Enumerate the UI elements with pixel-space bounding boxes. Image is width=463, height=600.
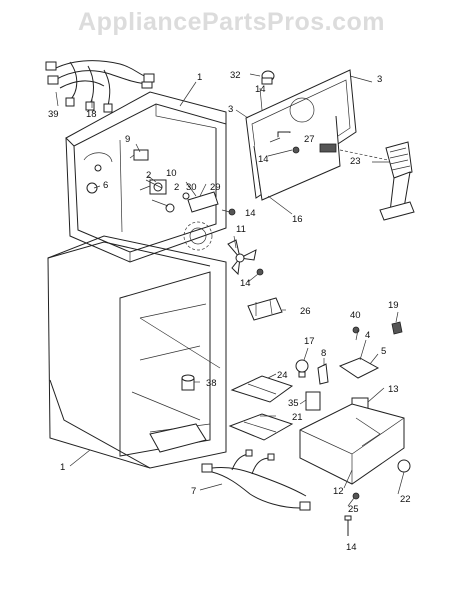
label-39: 39 (48, 109, 59, 120)
light-bulb-17[interactable] (295, 359, 309, 378)
socket-8[interactable] (317, 363, 329, 385)
air-duct[interactable] (339, 141, 415, 221)
label-2a: 2 (146, 170, 151, 181)
label-2b: 2 (174, 182, 179, 193)
label-29: 29 (210, 182, 221, 193)
control-housing-26[interactable] (247, 297, 283, 321)
cover-29-30[interactable] (183, 191, 219, 251)
label-35: 35 (288, 398, 299, 409)
label-30: 30 (186, 182, 197, 193)
label-3b: 3 (228, 104, 233, 115)
light-housing-12[interactable] (299, 403, 405, 485)
label-27: 27 (304, 134, 315, 145)
label-1-top: 1 (197, 72, 202, 83)
screw-14-b[interactable] (256, 268, 264, 276)
label-22: 22 (400, 494, 411, 505)
label-1-bottom: 1 (60, 462, 65, 473)
bracket-35[interactable] (305, 391, 321, 411)
label-11: 11 (236, 224, 246, 235)
label-13: 13 (388, 384, 399, 395)
label-18: 18 (86, 109, 97, 120)
screw-14-c[interactable] (292, 146, 300, 154)
control-board-4[interactable] (338, 357, 380, 379)
freezer-liner-upper[interactable] (65, 91, 227, 263)
label-4: 4 (365, 330, 370, 341)
part-labels: 1 1 2 2 3 3 4 5 6 7 8 9 10 11 12 13 14 1… (48, 70, 411, 553)
label-38: 38 (206, 378, 217, 389)
label-14b: 14 (258, 154, 269, 165)
thermostat-control[interactable] (139, 179, 167, 195)
label-14e: 14 (346, 542, 357, 553)
label-12: 12 (333, 486, 344, 497)
label-19: 19 (388, 300, 399, 311)
label-25: 25 (348, 504, 359, 515)
label-5: 5 (381, 346, 386, 357)
knob-2[interactable] (165, 192, 190, 213)
evaporator-fan-blade[interactable] (227, 239, 257, 276)
label-6: 6 (103, 180, 108, 191)
label-16: 16 (292, 214, 303, 225)
damper-control[interactable] (129, 149, 149, 161)
label-40: 40 (350, 310, 361, 321)
leader-lines (55, 73, 405, 507)
light-socket-32[interactable] (261, 70, 275, 85)
evaporator-cover[interactable] (253, 115, 341, 201)
crisper-cover-24[interactable] (230, 375, 294, 403)
fresh-food-liner[interactable] (47, 235, 227, 469)
label-32: 32 (230, 70, 241, 81)
label-26: 26 (300, 306, 311, 317)
wire-harness-bottom[interactable] (201, 449, 311, 511)
label-7: 7 (191, 486, 196, 497)
crisper-cover-21[interactable] (228, 413, 294, 441)
label-17: 17 (304, 336, 315, 347)
label-14d: 14 (240, 278, 251, 289)
label-21: 21 (292, 412, 303, 423)
screw-40[interactable] (352, 326, 360, 334)
label-9: 9 (125, 134, 130, 145)
label-23: 23 (350, 156, 361, 167)
label-3a: 3 (377, 74, 382, 85)
screw-25[interactable] (352, 492, 360, 500)
label-14c: 14 (245, 208, 256, 219)
label-14a: 14 (255, 84, 266, 95)
clip-19[interactable] (391, 321, 403, 335)
knob-22[interactable] (397, 459, 411, 473)
wire-harness-top[interactable] (45, 60, 155, 113)
label-10: 10 (166, 168, 177, 179)
screw-14-d[interactable] (344, 515, 352, 536)
label-24: 24 (277, 370, 288, 381)
part-38[interactable] (181, 374, 195, 391)
label-8: 8 (321, 348, 326, 359)
